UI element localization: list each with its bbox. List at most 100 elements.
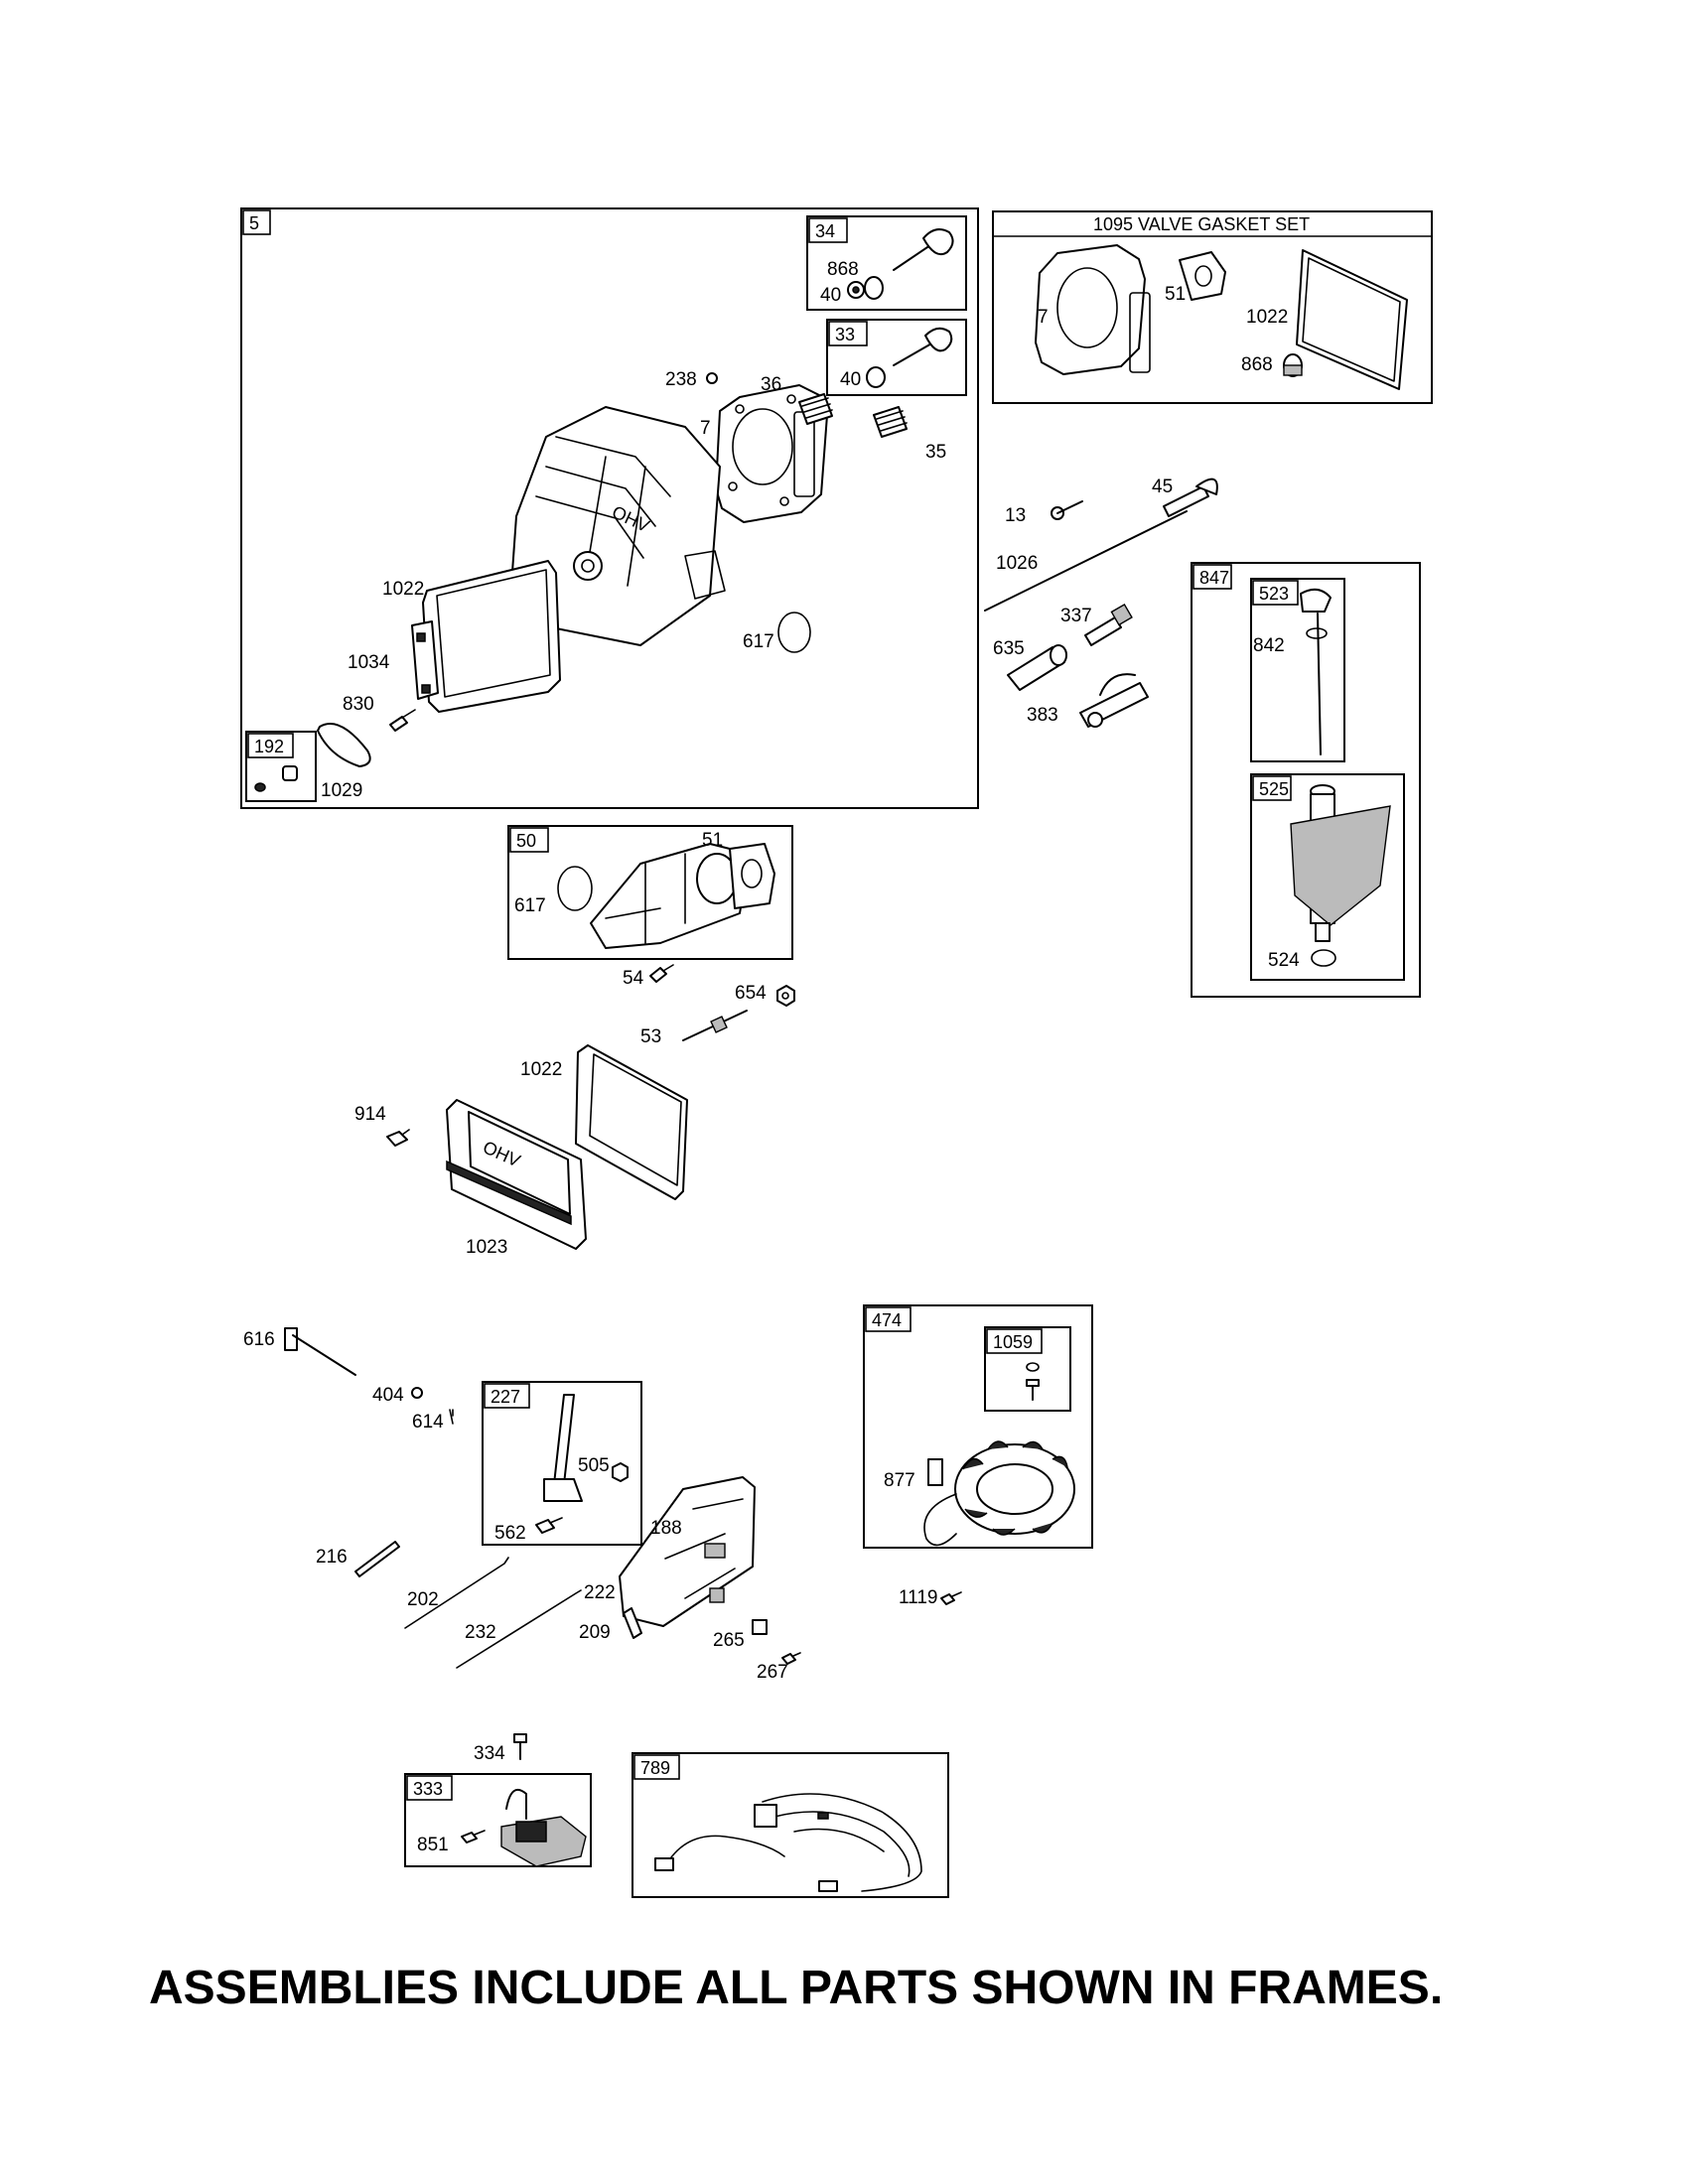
wire-harness-icon	[654, 1793, 922, 1892]
governor-link-icon	[404, 1557, 509, 1629]
part-label-54: 54	[623, 968, 644, 989]
guide-plate-icon	[1007, 644, 1067, 691]
part-label-7: 7	[1038, 307, 1049, 328]
choke-link-icon	[456, 1589, 582, 1669]
frame-tag-5: 5	[249, 213, 259, 233]
o-ring-icon	[777, 612, 811, 653]
push-rod-icon	[984, 510, 1188, 612]
screw-icon	[461, 1830, 486, 1843]
frame-alternator: 474 1059	[863, 1304, 1093, 1549]
part-label-40: 40	[840, 369, 861, 390]
stud-icon	[682, 1010, 748, 1041]
part-label-40: 40	[820, 285, 841, 306]
valve-seal-icon	[1283, 353, 1303, 377]
valve-spring-icon	[873, 406, 908, 438]
frame-tag-525: 525	[1259, 779, 1289, 799]
dipstick-icon	[1300, 588, 1332, 755]
part-label-238: 238	[665, 369, 697, 390]
frame-control-bracket: 227	[482, 1381, 642, 1546]
part-label-1026: 1026	[996, 553, 1038, 574]
control-bracket-icon	[619, 1476, 756, 1627]
rocker-arm-icon	[1079, 673, 1149, 728]
intake-valve-icon	[893, 327, 953, 366]
part-label-209: 209	[579, 1622, 611, 1643]
frame-tag-227: 227	[491, 1387, 520, 1407]
part-label-851: 851	[417, 1835, 449, 1855]
part-label-51: 51	[702, 830, 723, 851]
part-label-1034: 1034	[348, 652, 390, 673]
part-label-265: 265	[713, 1630, 745, 1651]
clip-icon	[752, 1619, 768, 1635]
part-label-914: 914	[354, 1104, 386, 1125]
frame-harness: 789	[632, 1752, 949, 1898]
washer-icon	[1026, 1362, 1040, 1372]
part-label-842: 842	[1253, 635, 1285, 656]
part-label-505: 505	[578, 1455, 610, 1476]
grommet-icon	[254, 765, 298, 792]
nut-icon	[776, 985, 795, 1007]
part-label-404: 404	[372, 1385, 404, 1406]
part-label-617: 617	[743, 631, 774, 652]
part-label-51: 51	[1165, 284, 1186, 305]
manifold-gasket-icon	[1179, 251, 1226, 301]
frame-tag-474: 474	[872, 1310, 902, 1330]
part-label-383: 383	[1027, 705, 1058, 726]
spring-icon	[623, 1607, 642, 1639]
part-label-222: 222	[584, 1582, 616, 1603]
screw-icon	[513, 1733, 527, 1760]
washer-icon	[411, 1387, 423, 1399]
frame-valve-gasket-set: 1095 VALVE GASKET SET	[992, 210, 1433, 404]
part-label-616: 616	[243, 1329, 275, 1350]
frame-tag-34: 34	[815, 221, 835, 241]
part-label-524: 524	[1268, 950, 1300, 971]
head-gasket-icon	[1035, 244, 1151, 375]
part-label-334: 334	[474, 1743, 505, 1764]
part-label-1022: 1022	[520, 1059, 562, 1080]
frame-tag-192: 192	[254, 737, 284, 756]
part-label-232: 232	[465, 1622, 496, 1643]
governor-shaft-icon	[284, 1327, 356, 1376]
frame-valve-exhaust: 34	[806, 215, 967, 311]
part-label-36: 36	[761, 374, 781, 395]
frame-cylinder-head: 5	[240, 207, 979, 809]
manifold-gasket-icon	[729, 843, 775, 909]
exhaust-valve-icon	[893, 228, 954, 271]
bolt-icon	[1051, 500, 1083, 520]
bolt-icon	[535, 1517, 563, 1534]
cylinder-head-icon: OHV	[510, 406, 726, 646]
pin-icon	[449, 1409, 454, 1425]
frame-tag-333: 333	[413, 1779, 443, 1799]
o-ring-icon	[1311, 949, 1336, 967]
screw-icon	[1026, 1379, 1040, 1401]
rocker-gasket-icon	[575, 1044, 688, 1200]
breather-cover-icon	[317, 723, 371, 767]
part-label-877: 877	[884, 1470, 915, 1491]
valve-seal-icon	[866, 366, 886, 388]
ignition-armature-icon	[500, 1789, 587, 1867]
frame-tag-789: 789	[640, 1758, 670, 1778]
part-label-1029: 1029	[321, 780, 362, 801]
governor-lever-icon	[543, 1394, 583, 1502]
part-label-35: 35	[925, 442, 946, 463]
part-label-868: 868	[827, 259, 859, 280]
part-label-617: 617	[514, 895, 546, 916]
part-label-202: 202	[407, 1589, 439, 1610]
frame-breather-kit: 192	[245, 731, 317, 802]
part-label-635: 635	[993, 638, 1025, 659]
part-label-45: 45	[1152, 477, 1173, 497]
part-label-1119: 1119	[899, 1587, 937, 1608]
part-label-1022: 1022	[1246, 307, 1288, 328]
screw-icon	[649, 964, 674, 983]
frame-tag-33: 33	[835, 325, 855, 344]
screw-icon	[940, 1591, 962, 1605]
pin-icon	[706, 372, 718, 384]
part-label-53: 53	[640, 1026, 661, 1047]
nut-icon	[612, 1462, 629, 1482]
breather-plate-icon	[411, 620, 439, 700]
frame-tag-847: 847	[1199, 568, 1229, 588]
part-label-654: 654	[735, 983, 767, 1004]
dipstick-tube-icon	[1290, 784, 1391, 942]
part-label-188: 188	[650, 1518, 682, 1539]
part-label-830: 830	[343, 694, 374, 715]
